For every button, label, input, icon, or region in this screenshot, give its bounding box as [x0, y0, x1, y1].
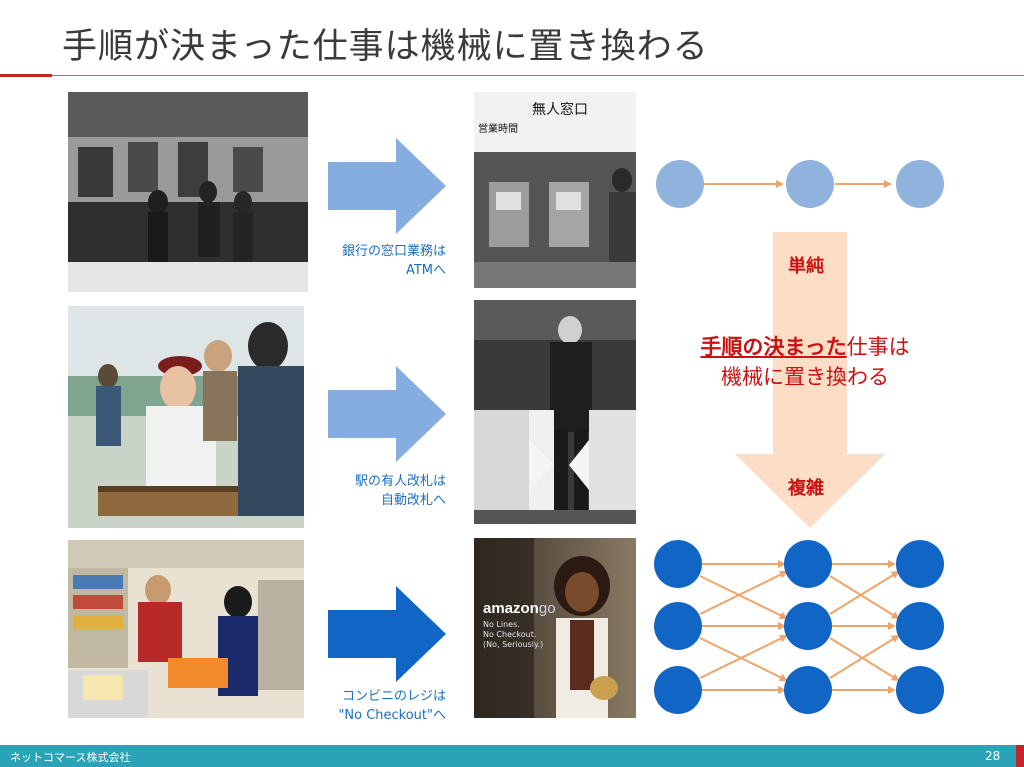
- label-complex: 複雑: [788, 478, 824, 499]
- complex-node: [654, 666, 702, 714]
- footer-company: ネットコマース株式会社: [10, 751, 131, 764]
- caption-bank: 銀行の窓口業務は ATMへ: [318, 242, 446, 280]
- complex-edge: [829, 575, 900, 620]
- footer-bar: [0, 745, 1024, 767]
- complex-edge: [829, 570, 900, 615]
- simple-node: [656, 160, 704, 208]
- center-message-line2: 機械に置き換わる: [721, 365, 889, 389]
- simple-node: [786, 160, 834, 208]
- message-highlight: 手順の決まった: [700, 335, 847, 359]
- photo-amazon-go: [474, 538, 636, 718]
- complex-edge: [699, 637, 788, 681]
- caption-store: コンビニのレジは "No Checkout"へ: [318, 687, 446, 725]
- photo-station-gate: [68, 306, 304, 528]
- atm-sign-text: 無人窓口: [532, 101, 588, 118]
- amazon-go-tag-3: (No, Seriously.): [483, 640, 544, 649]
- page-number: 28: [985, 749, 1001, 763]
- slide-title: 手順が決まった仕事は機械に置き換わる: [62, 27, 709, 67]
- amazon-go-tag-2: No Checkout.: [483, 630, 537, 639]
- complex-node: [896, 602, 944, 650]
- caption-station: 駅の有人改札は 自動改札へ: [318, 472, 446, 510]
- complexity-diagram: [654, 160, 944, 714]
- complex-node: [784, 540, 832, 588]
- complex-edge: [829, 637, 900, 682]
- title-underline-accent: [0, 74, 52, 77]
- amazon-go-tag-1: No Lines.: [483, 620, 520, 629]
- arrow-right-store: [328, 586, 446, 686]
- photo-atm: 無人窓口 営業時間: [474, 92, 636, 288]
- message-rest: 仕事は: [846, 335, 910, 359]
- center-message-line1: 手順の決まった仕事は: [640, 332, 970, 362]
- caption-bank-line1: 銀行の窓口業務は: [341, 244, 446, 259]
- caption-station-line1: 駅の有人改札は: [354, 474, 446, 489]
- footer-accent: [1016, 745, 1024, 767]
- caption-station-line2: 自動改札へ: [380, 493, 446, 508]
- complex-edge: [699, 571, 788, 615]
- complex-node: [654, 540, 702, 588]
- caption-bank-line2: ATMへ: [405, 263, 446, 278]
- arrow-right-station: [328, 366, 446, 466]
- complex-node: [784, 666, 832, 714]
- complex-edge: [829, 634, 900, 679]
- photo-convenience-store: [68, 540, 304, 718]
- atm-hours-text: 営業時間: [478, 122, 518, 135]
- big-down-arrow: [735, 232, 885, 528]
- complex-node: [654, 602, 702, 650]
- complex-node: [896, 540, 944, 588]
- complex-edge: [699, 635, 788, 679]
- amazon-go-tagline: No Lines. No Checkout. (No, Seriously.): [483, 620, 543, 650]
- complex-edge: [699, 575, 788, 619]
- photo-bank-teller: [68, 92, 308, 292]
- caption-store-line1: コンビニのレジは: [341, 689, 446, 704]
- photo-auto-gate: [474, 300, 636, 524]
- arrow-right-bank: [328, 138, 446, 238]
- complex-node: [784, 602, 832, 650]
- caption-store-line2: "No Checkout"へ: [338, 708, 446, 723]
- amazon-go-logo-main: amazon: [483, 600, 539, 617]
- amazon-go-logo-go: go: [538, 600, 556, 617]
- center-message: 手順の決まった仕事は 機械に置き換わる: [640, 332, 970, 392]
- simple-node: [896, 160, 944, 208]
- label-simple: 単純: [788, 256, 824, 277]
- amazon-go-logo: amazongo: [483, 600, 556, 617]
- complex-node: [896, 666, 944, 714]
- title-underline: [52, 75, 1024, 76]
